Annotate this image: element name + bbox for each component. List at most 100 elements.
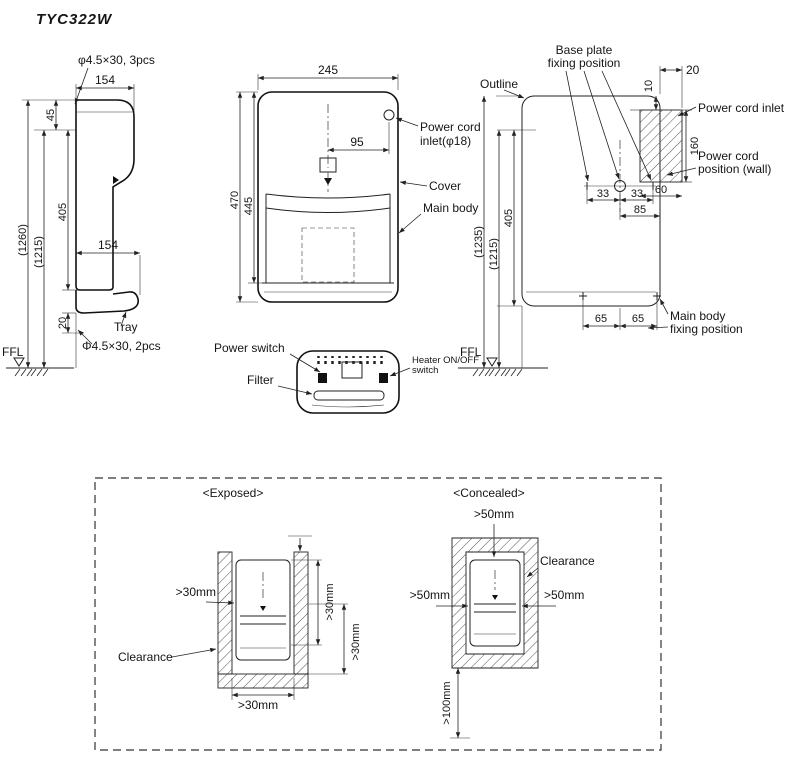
page-title: TYC322W — [36, 11, 113, 28]
exposed-title: <Exposed> — [203, 486, 264, 500]
base-plate-label-1: Base plate — [556, 43, 613, 57]
cover-label: Cover — [429, 179, 461, 193]
exposed-right-gap-label: >30mm — [324, 584, 336, 621]
dim-65-left-label: 65 — [595, 313, 607, 325]
ground-hatch — [504, 368, 523, 377]
dim-20-label: 20 — [686, 63, 700, 77]
cover-leader — [399, 180, 428, 187]
power-cord-inlet-circle — [383, 109, 395, 121]
ground-hatch — [472, 368, 491, 377]
heater-switch-label-2: switch — [412, 365, 438, 376]
outline-leader — [503, 89, 525, 99]
main-body-fixing-label-1: Main body — [670, 309, 725, 323]
exposed-left-gap-arrow — [205, 600, 235, 606]
power-cord-inlet-label-1: Power cord — [420, 120, 481, 134]
tray-leader — [120, 311, 127, 327]
clearance-box-border — [94, 477, 662, 751]
power-cord-position-label-2: position (wall) — [698, 162, 771, 176]
ground-hatch — [14, 368, 33, 377]
sensor-box — [341, 361, 363, 379]
base-plate-leader — [583, 70, 620, 180]
power-cord-hole — [614, 180, 626, 192]
exposed-niche-wall-right — [293, 551, 309, 675]
dim-245-label: 245 — [318, 63, 338, 77]
power-cord-inlet-label-2: inlet(φ18) — [420, 134, 471, 148]
power-switch[interactable] — [318, 373, 327, 383]
concealed-top-gap-label: >50mm — [474, 507, 514, 521]
power-cord-inlet-leader — [395, 117, 419, 127]
base-plate-leader — [565, 70, 590, 182]
dim-65-right-label: 65 — [632, 313, 644, 325]
wall-fixing-view: FFL 20 10 160 Power cord inlet Power cor… — [458, 43, 785, 377]
dim-1260-label: (1260) — [17, 224, 29, 256]
main-body-leader — [398, 213, 422, 234]
exposed-unit-outline — [235, 559, 291, 661]
front-view: 245 95 470 445 Power cord inlet(φ18) Cov… — [229, 63, 481, 303]
outline-label: Outline — [480, 77, 518, 91]
dim-depth-label: 154 — [98, 238, 118, 252]
ground-hatch — [30, 368, 49, 377]
tray-shape — [75, 290, 140, 314]
dim-33-left-label: 33 — [597, 188, 609, 200]
concealed-bottom-gap-label: >100mm — [441, 681, 453, 724]
front-outline — [257, 91, 399, 303]
heater-switch[interactable] — [379, 373, 388, 383]
exposed-clearance-leader — [171, 647, 217, 658]
screws-top-label: φ4.5×30, 3pcs — [78, 53, 155, 67]
airflow-mark — [492, 595, 498, 600]
concealed-right-gap-label: >50mm — [544, 588, 584, 602]
base-plate-leader — [601, 70, 652, 181]
side-profile — [75, 99, 135, 291]
concealed-unit-outline — [469, 559, 521, 647]
dim-95-label: 95 — [350, 135, 364, 149]
dim-33-right-label: 33 — [631, 188, 643, 200]
heater-switch-leader — [389, 367, 411, 377]
dim-45-label: 45 — [45, 109, 57, 121]
screws-bottom-leader — [77, 329, 93, 345]
bottom-outline — [296, 350, 400, 414]
ffl-label: FFL — [460, 345, 482, 359]
power-switch-leader — [289, 353, 321, 373]
heater-switch-label-1: Heater ON/OFF — [412, 355, 479, 366]
airflow-mark — [324, 178, 332, 185]
concealed-diagram: >50mm Clearance >50mm >50mm >100mm — [410, 507, 595, 739]
ffl-symbol-icon — [13, 357, 25, 367]
vent-grille — [313, 356, 383, 364]
dim-1215-label: (1215) — [33, 236, 45, 268]
filter-grille — [313, 390, 385, 401]
power-cord-position-label-1: Power cord — [698, 149, 759, 163]
power-cord-inlet-leader — [677, 106, 697, 117]
screws-top-leader — [74, 67, 89, 105]
dim-1215-label: (1215) — [488, 238, 500, 270]
dim-445-label: 445 — [243, 197, 255, 215]
exposed-bottom-gap-label: >30mm — [238, 698, 278, 712]
main-body-fixing-label-2: fixing position — [670, 322, 743, 336]
dim-405-label: 405 — [57, 203, 69, 221]
dim-60-label: 60 — [655, 184, 667, 196]
concealed-title: <Concealed> — [453, 486, 524, 500]
exposed-bottom-side-label: >30mm — [350, 624, 362, 661]
dim-10-label: 10 — [643, 80, 655, 92]
side-view: FFL 154 45 405 (1260) (1215) 154 20 — [2, 53, 161, 377]
concealed-niche-walls — [451, 537, 539, 669]
concealed-left-gap-label: >50mm — [410, 588, 450, 602]
bottom-view: Power switch Filter Heater ON/OFF switch — [214, 341, 479, 414]
main-body-fixing-leader — [659, 298, 669, 315]
airflow-mark — [260, 606, 266, 611]
filter-leader — [277, 385, 313, 395]
power-cord-position-leader — [666, 167, 697, 176]
hand-opening-bottom — [265, 207, 391, 213]
installation-clearance-box: <Exposed> <Concealed> >30mm >30mm — [94, 477, 662, 751]
power-cord-inlet-label: Power cord inlet — [698, 101, 785, 115]
wall-outline — [521, 95, 661, 307]
tray-label: Tray — [114, 320, 138, 334]
base-plate-label-2: fixing position — [548, 56, 621, 70]
dim-width-top-label: 154 — [95, 73, 115, 87]
dim-20-label: 20 — [57, 317, 69, 329]
exposed-niche-wall-left — [217, 551, 233, 675]
ffl-symbol-icon — [486, 357, 498, 367]
exposed-diagram: >30mm >30mm >30mm >30mm Clearance — [118, 535, 362, 712]
dim-1235-label: (1235) — [473, 226, 485, 258]
